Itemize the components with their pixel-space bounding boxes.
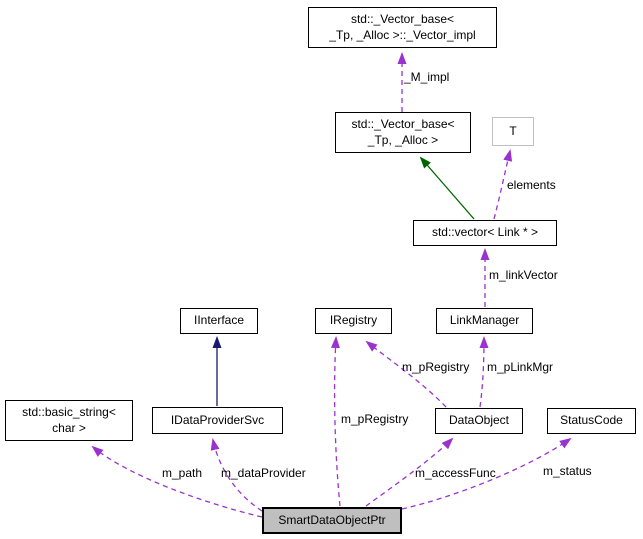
- node-vector-base-label: std::_Vector_base< _Tp, _Alloc >: [351, 116, 455, 147]
- node-template-t[interactable]: T: [492, 117, 534, 146]
- node-iregistry[interactable]: IRegistry: [315, 308, 392, 334]
- edge-inherit-vector-base: [419, 156, 475, 220]
- node-basic-string-label: std::basic_string< char >: [22, 404, 116, 435]
- node-template-t-label: T: [509, 123, 517, 138]
- edge-m-path: [91, 445, 263, 518]
- node-iinterface-label: IInterface: [193, 313, 245, 328]
- node-idataprovidersvc-label: IDataProviderSvc: [170, 412, 265, 427]
- node-iinterface[interactable]: IInterface: [180, 308, 258, 334]
- edge-label-m-pregistry-bottom: m_pRegistry: [341, 412, 409, 426]
- edge-label-m-path: m_path: [162, 466, 203, 480]
- node-smartdataobjectptr: SmartDataObjectPtr: [262, 507, 402, 534]
- edge-label-m-pregistry-top: m_pRegistry: [402, 360, 470, 374]
- edge-elements: [493, 149, 513, 220]
- edge-label-m-plinkmgr: m_pLinkMgr: [487, 360, 554, 374]
- edge-m-plinkmgr: [479, 336, 489, 408]
- node-vector-impl[interactable]: std::_Vector_base< _Tp, _Alloc >::_Vecto…: [308, 7, 497, 48]
- edge-m-pregistry-smart: [330, 336, 341, 507]
- edge-m-status: [401, 437, 572, 510]
- node-vector-link[interactable]: std::vector< Link * >: [413, 220, 557, 246]
- node-dataobject-label: DataObject: [448, 413, 510, 428]
- edge-label-m-status: m_status: [543, 464, 592, 478]
- edge-label-m-accessfunc: m_accessFunc: [415, 466, 496, 480]
- edge-label-elements: elements: [507, 178, 556, 192]
- edge-label-m-impl: _M_impl: [404, 70, 450, 84]
- node-iregistry-label: IRegistry: [329, 313, 378, 328]
- node-statuscode-label: StatusCode: [560, 413, 623, 428]
- node-smartdataobjectptr-label: SmartDataObjectPtr: [278, 512, 386, 527]
- node-vector-impl-label: std::_Vector_base< _Tp, _Alloc >::_Vecto…: [329, 11, 476, 42]
- edge-m-accessfunc: [365, 437, 454, 507]
- edge-m-dataprovider: [210, 438, 263, 512]
- node-dataobject[interactable]: DataObject: [435, 408, 523, 434]
- node-basic-string[interactable]: std::basic_string< char >: [5, 400, 133, 441]
- node-idataprovidersvc[interactable]: IDataProviderSvc: [152, 407, 283, 434]
- edge-label-m-dataprovider: m_dataProvider: [221, 466, 306, 480]
- edge-label-m-linkvector: m_linkVector: [489, 268, 558, 282]
- node-linkmanager-label: LinkManager: [449, 313, 520, 328]
- node-statuscode[interactable]: StatusCode: [547, 408, 636, 434]
- node-vector-base[interactable]: std::_Vector_base< _Tp, _Alloc >: [335, 112, 471, 153]
- edge-m-pregistry-dataobject: [365, 340, 447, 408]
- node-vector-link-label: std::vector< Link * >: [431, 225, 539, 240]
- node-linkmanager[interactable]: LinkManager: [436, 308, 533, 334]
